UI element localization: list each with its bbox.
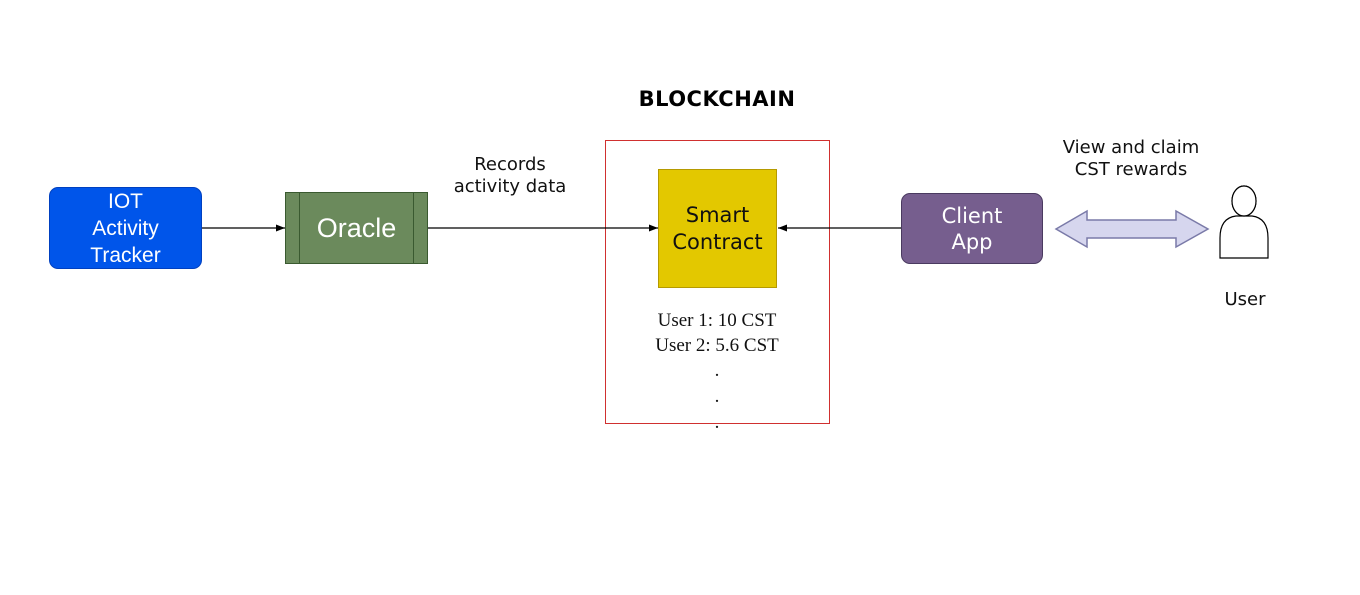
view-claim-line-1: View and claim (1062, 137, 1200, 158)
records-label-line-2: activity data (453, 176, 567, 197)
oracle-left-bar (299, 193, 300, 263)
ellipsis-dot-3: . (714, 412, 720, 433)
diagram-title: BLOCKCHAIN (638, 87, 796, 111)
iot-label-line-2: Activity (92, 216, 159, 240)
smart-contract-node: Smart Contract (658, 169, 777, 288)
contract-label-line-1: Smart (685, 202, 750, 227)
client-label-line-2: App (951, 229, 993, 254)
blockchain-container (605, 140, 830, 424)
oracle-label: Oracle (316, 212, 397, 243)
records-label-line-1: Records (474, 154, 546, 175)
iot-activity-tracker-node: IOT Activity Tracker (49, 187, 202, 269)
ellipsis-dot-1: . (714, 360, 720, 381)
iot-label-line-3: Tracker (90, 243, 161, 267)
user-label: User (1224, 289, 1266, 310)
contract-label-line-2: Contract (672, 229, 763, 254)
view-claim-line-2: CST rewards (1074, 159, 1188, 180)
oracle-node: Oracle (285, 192, 428, 264)
client-label-line-1: Client (941, 203, 1003, 228)
client-app-node: Client App (901, 193, 1043, 264)
user-icon (1219, 185, 1269, 259)
double-arrow-client-user (1054, 209, 1210, 249)
records-activity-label: Records activity data (440, 154, 580, 198)
iot-label-line-1: IOT (108, 189, 143, 213)
ellipsis-dot-2: . (714, 386, 720, 407)
view-claim-label: View and claim CST rewards (1046, 137, 1216, 181)
balance-list: User 1: 10 CST User 2: 5.6 CST . . . (620, 308, 814, 433)
balance-row-user-1: User 1: 10 CST (657, 310, 777, 331)
balance-row-user-2: User 2: 5.6 CST (655, 335, 779, 356)
oracle-right-bar (413, 193, 414, 263)
